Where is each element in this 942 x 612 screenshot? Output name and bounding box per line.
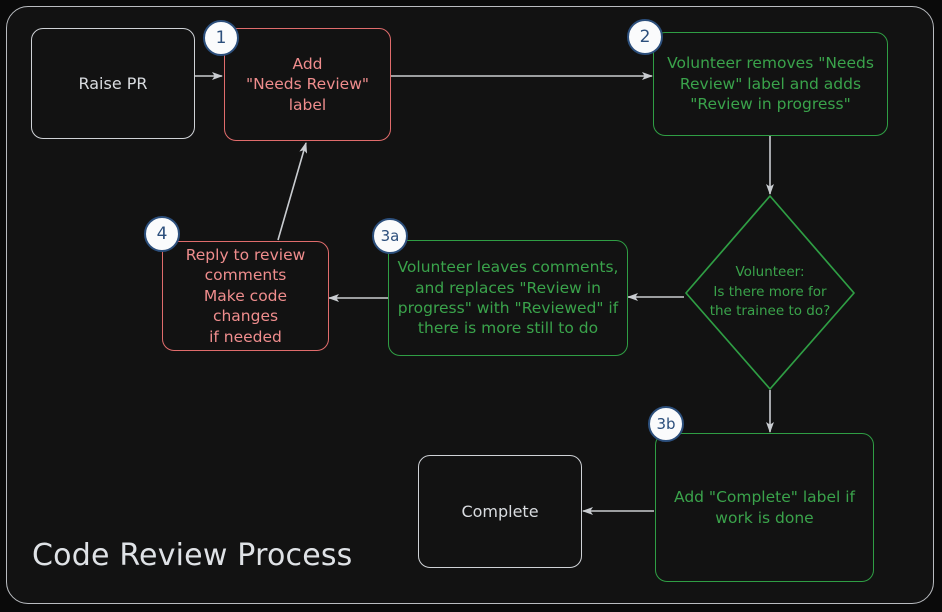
node-reply-to-review-comments-label: Reply to review comments Make code chang… <box>185 245 306 346</box>
node-volunteer-removes-label[interactable]: Volunteer removes "Needs Review" label a… <box>653 32 888 136</box>
node-volunteer-decision[interactable]: Volunteer: Is there more for the trainee… <box>686 196 854 389</box>
node-add-needs-review[interactable]: Add "Needs Review" label <box>224 28 391 141</box>
step-badge-4[interactable]: 4 <box>144 216 180 252</box>
node-complete[interactable]: Complete <box>418 455 582 568</box>
step-badge-3a-text: 3a <box>380 227 400 245</box>
node-volunteer-removes-label-label: Volunteer removes "Needs Review" label a… <box>667 54 874 114</box>
node-volunteer-leaves-comments-label: Volunteer leaves comments, and replaces … <box>397 258 619 338</box>
step-badge-1[interactable]: 1 <box>203 20 239 56</box>
step-badge-2-text: 2 <box>639 27 651 47</box>
step-badge-3a[interactable]: 3a <box>372 218 408 254</box>
node-volunteer-leaves-comments[interactable]: Volunteer leaves comments, and replaces … <box>388 240 628 356</box>
node-complete-label: Complete <box>461 501 539 521</box>
node-raise-pr[interactable]: Raise PR <box>31 28 195 139</box>
step-badge-4-text: 4 <box>156 224 168 244</box>
node-reply-to-review-comments[interactable]: Reply to review comments Make code chang… <box>162 241 329 351</box>
step-badge-3b-text: 3b <box>656 415 676 433</box>
node-volunteer-decision-label: Volunteer: Is there more for the trainee… <box>709 264 831 320</box>
step-badge-1-text: 1 <box>215 28 227 48</box>
step-badge-3b[interactable]: 3b <box>648 406 684 442</box>
node-raise-pr-label: Raise PR <box>78 73 148 93</box>
node-add-needs-review-label: Add "Needs Review" label <box>245 54 370 114</box>
step-badge-2[interactable]: 2 <box>627 19 663 55</box>
node-add-complete-label[interactable]: Add "Complete" label if work is done <box>655 433 874 582</box>
diagram-title: Code Review Process <box>32 538 353 573</box>
node-add-complete-label-label: Add "Complete" label if work is done <box>674 488 855 527</box>
